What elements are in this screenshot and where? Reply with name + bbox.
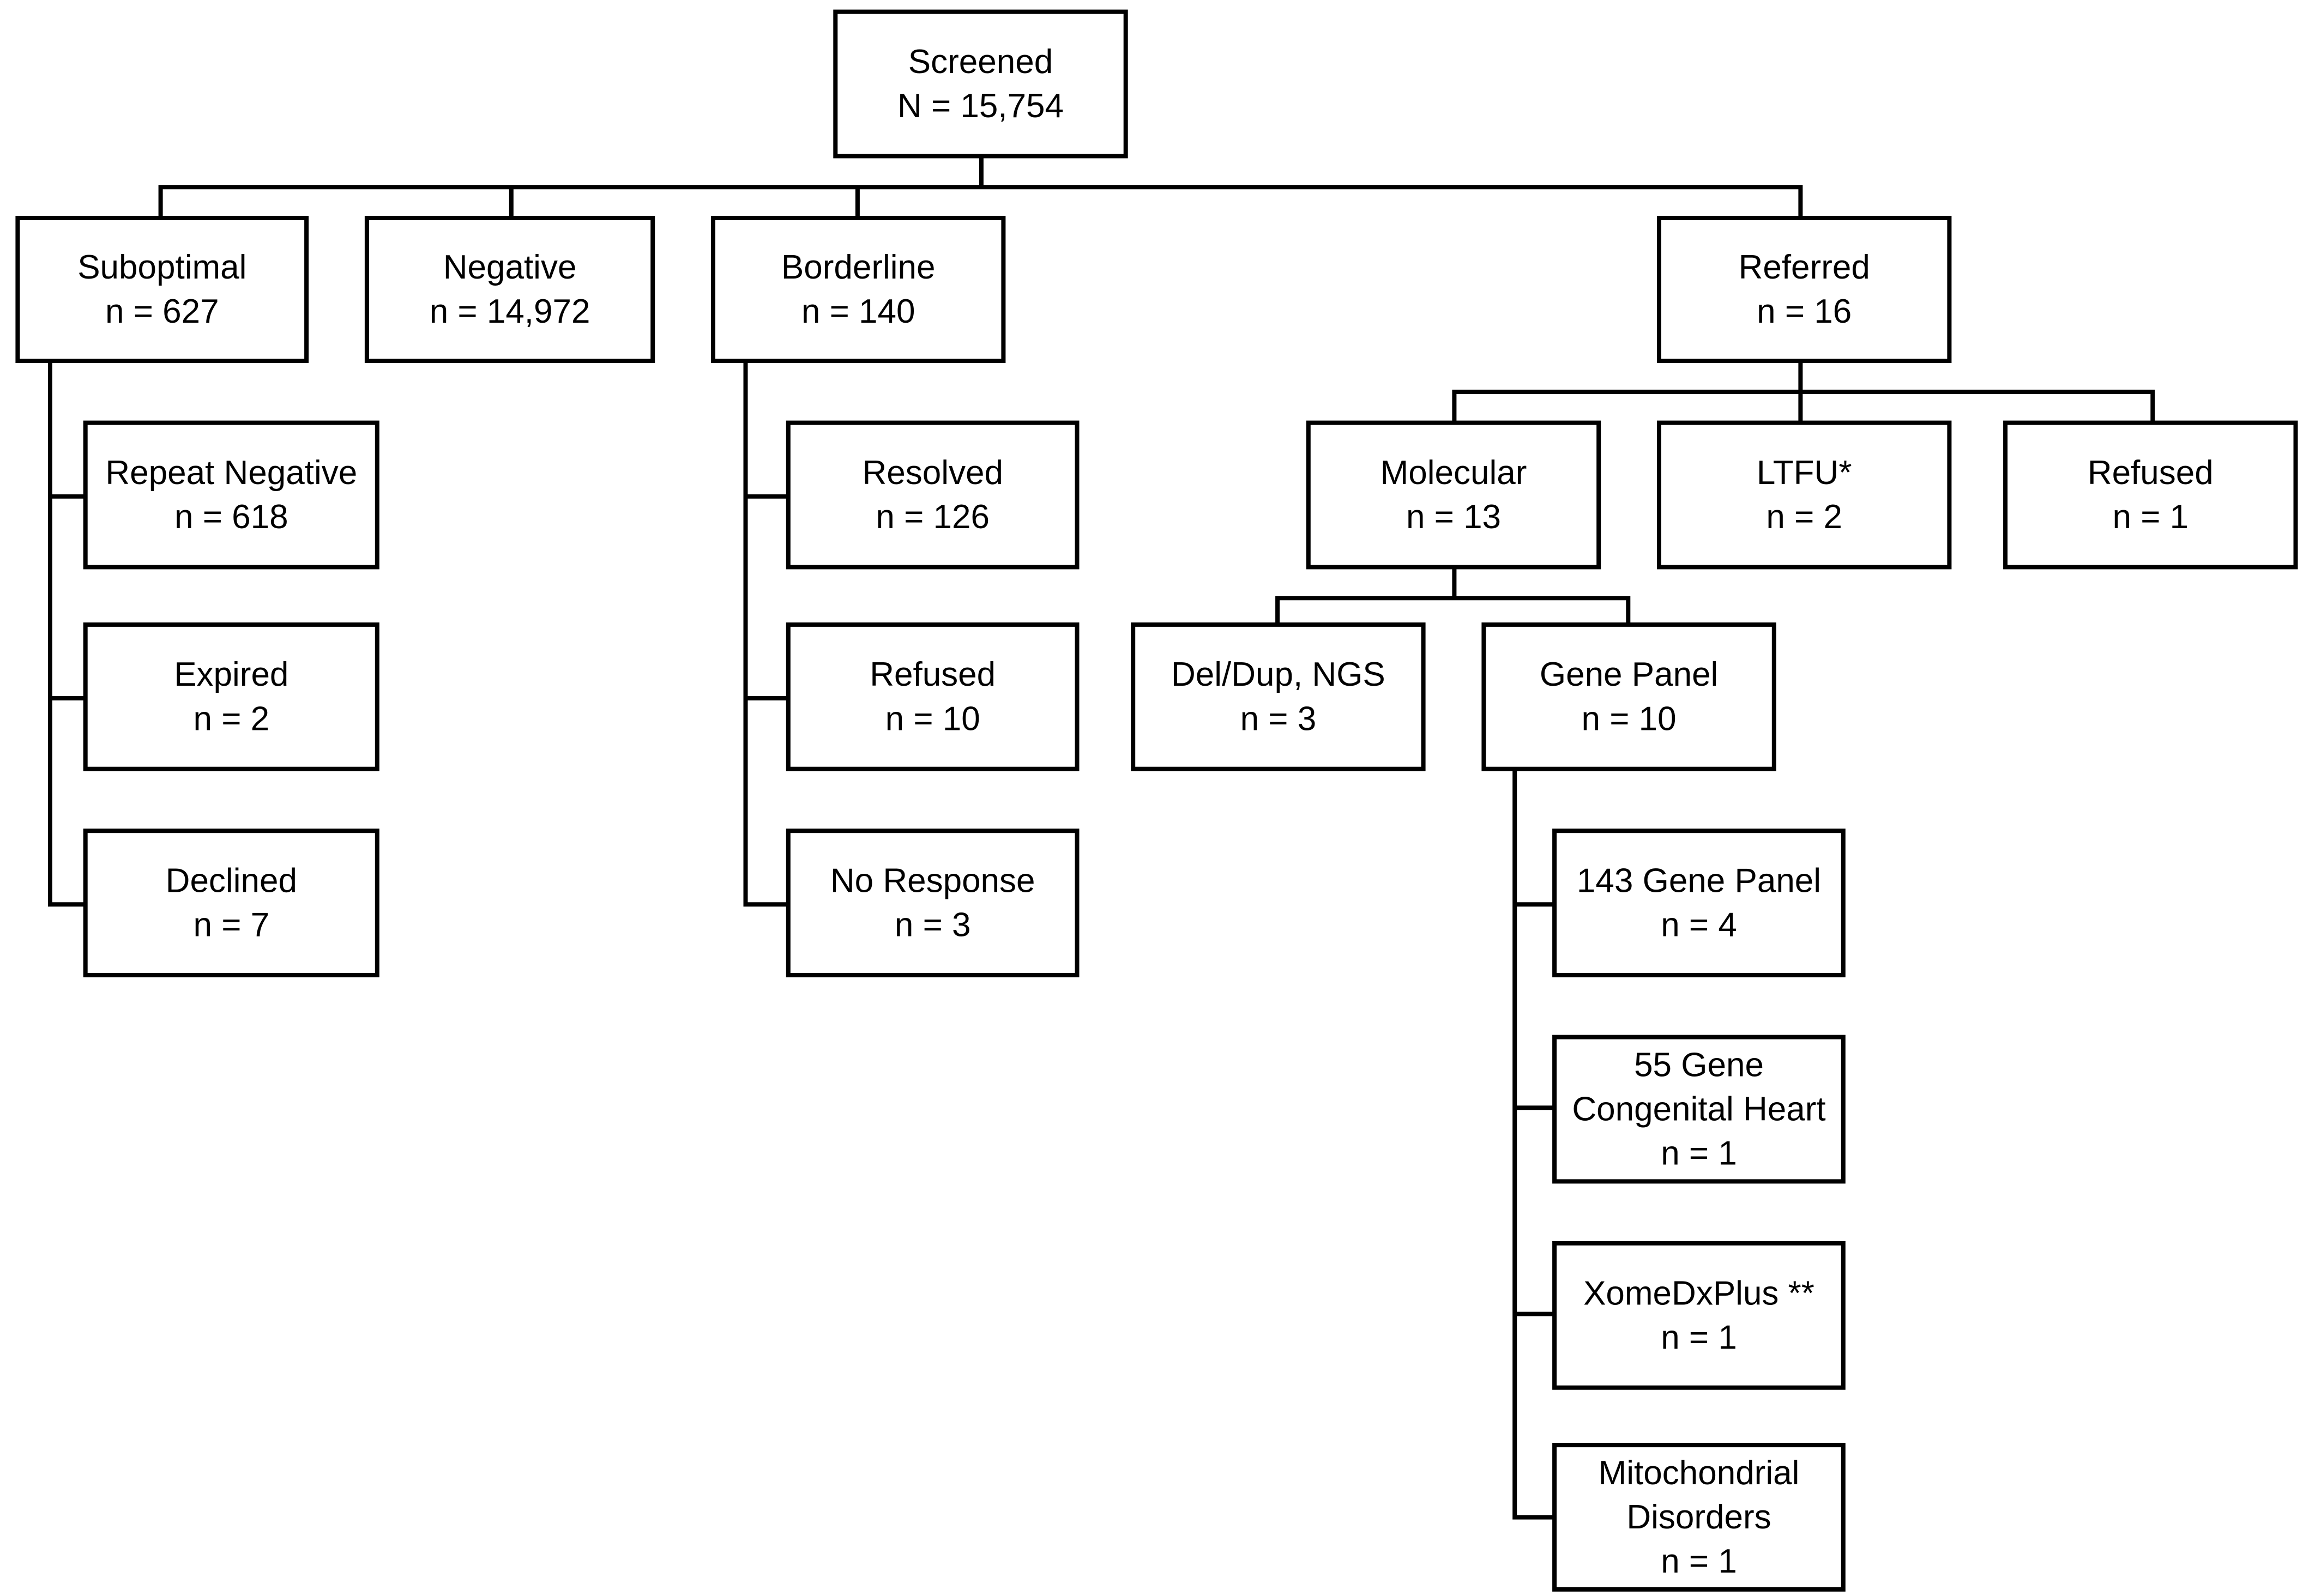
node-label: n = 1 [1661, 1543, 1737, 1580]
node-molecular: Molecular n = 13 [1306, 420, 1601, 570]
node-box [1657, 216, 1952, 364]
node-label: n = 627 [105, 293, 219, 330]
connector-lines [47, 154, 2155, 1520]
node-label: n = 14,972 [430, 293, 590, 330]
node-label: LTFU* [1757, 454, 1852, 492]
node-box [833, 9, 1128, 159]
node-box [1306, 420, 1601, 570]
node-xome: XomeDxPlus ** n = 1 [1552, 1241, 1846, 1390]
node-label: Refused [870, 656, 996, 693]
node-borderline: Borderline n = 140 [711, 216, 1006, 364]
node-label: n = 2 [1766, 498, 1842, 536]
node-label: Declined [166, 862, 297, 900]
node-label: Suboptimal [77, 249, 246, 286]
connector-line [158, 154, 1803, 220]
node-genepanel: Gene Panel n = 10 [1481, 622, 1776, 771]
node-label: 143 Gene Panel [1577, 862, 1821, 900]
node-box [83, 829, 379, 977]
node-suboptimal: Suboptimal n = 627 [15, 216, 309, 364]
node-box [1131, 622, 1426, 771]
connector-line [1512, 766, 1557, 1520]
node-label: Repeat Negative [105, 454, 357, 492]
node-box [2003, 420, 2298, 570]
node-gp143: 143 Gene Panel n = 4 [1552, 829, 1846, 977]
node-resolved: Resolved n = 126 [786, 420, 1080, 570]
node-no-response: No Response n = 3 [786, 829, 1080, 977]
node-refused-b: Refused n = 10 [786, 622, 1080, 771]
node-label: n = 16 [1757, 293, 1852, 330]
node-label: Del/Dup, NGS [1171, 656, 1385, 693]
node-box [786, 622, 1080, 771]
connector-line [47, 359, 88, 907]
node-expired: Expired n = 2 [83, 622, 379, 771]
node-label: Mitochondrial [1599, 1454, 1800, 1492]
node-box [1552, 829, 1846, 977]
node-label: n = 7 [193, 906, 269, 944]
node-label: n = 3 [1240, 700, 1317, 737]
connector-line [1275, 565, 1631, 627]
node-refused-r: Refused n = 1 [2003, 420, 2298, 570]
node-label: 55 Gene [1634, 1046, 1764, 1084]
connector-line [743, 359, 791, 907]
node-label: n = 10 [1582, 700, 1677, 737]
node-box [711, 216, 1006, 364]
node-screened: Screened N = 15,754 [833, 9, 1128, 159]
node-repeat-neg: Repeat Negative n = 618 [83, 420, 379, 570]
node-box [1481, 622, 1776, 771]
node-label: n = 140 [801, 293, 915, 330]
node-box [786, 420, 1080, 570]
node-label: n = 618 [174, 498, 288, 536]
node-box [1552, 1035, 1846, 1184]
node-label: n = 13 [1406, 498, 1501, 536]
node-ltfu: LTFU* n = 2 [1657, 420, 1952, 570]
node-box [364, 216, 655, 364]
node-box [786, 829, 1080, 977]
node-box [83, 420, 379, 570]
node-deldup: Del/Dup, NGS n = 3 [1131, 622, 1426, 771]
node-box [1552, 1241, 1846, 1390]
node-label: XomeDxPlus ** [1583, 1274, 1814, 1312]
node-label: Molecular [1380, 454, 1527, 492]
node-box [15, 216, 309, 364]
node-label: Refused [2088, 454, 2214, 492]
connector-line [1452, 359, 2155, 425]
node-label: n = 1 [2112, 498, 2189, 536]
node-label: No Response [830, 862, 1035, 900]
node-box [1657, 420, 1952, 570]
node-label: Referred [1739, 249, 1870, 286]
node-declined: Declined n = 7 [83, 829, 379, 977]
node-label: n = 3 [895, 906, 971, 944]
node-label: Disorders [1626, 1498, 1771, 1536]
node-label: n = 10 [885, 700, 980, 737]
node-label: n = 126 [876, 498, 990, 536]
node-label: Screened [908, 43, 1053, 81]
node-label: Gene Panel [1540, 656, 1718, 693]
node-box [83, 622, 379, 771]
node-referred: Referred n = 16 [1657, 216, 1952, 364]
node-label: n = 1 [1661, 1135, 1737, 1172]
node-label: n = 2 [193, 700, 269, 737]
node-box [1552, 1443, 1846, 1592]
node-label: n = 4 [1661, 906, 1737, 944]
node-label: Congenital Heart [1572, 1091, 1825, 1128]
node-label: Borderline [781, 249, 936, 286]
node-negative: Negative n = 14,972 [364, 216, 655, 364]
node-label: n = 1 [1661, 1319, 1737, 1356]
node-label: Negative [443, 249, 577, 286]
node-label: N = 15,754 [897, 87, 1064, 125]
node-label: Resolved [862, 454, 1003, 492]
node-label: Expired [174, 656, 288, 693]
